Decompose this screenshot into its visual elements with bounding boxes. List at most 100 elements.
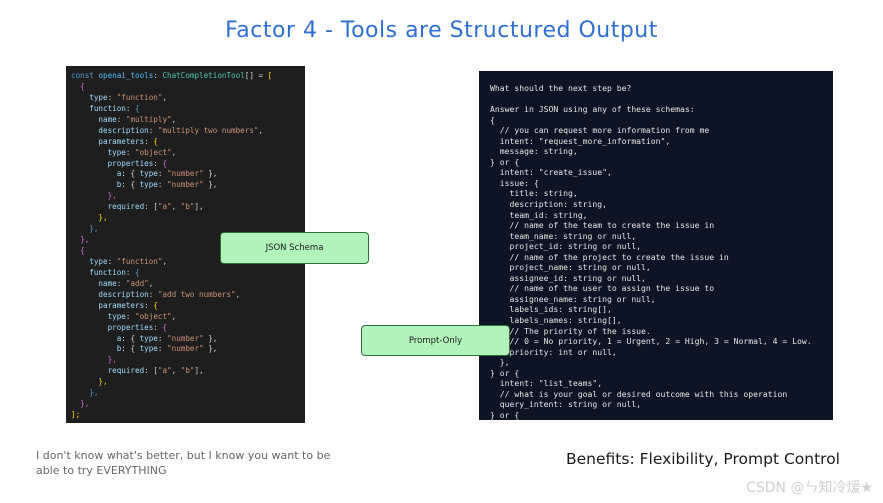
code-token: }, (203, 180, 218, 190)
code-token: : (116, 278, 126, 288)
code-token: "function" (116, 92, 163, 102)
code-token: type (139, 333, 158, 343)
code-token: : (148, 125, 158, 135)
code-line: type: "function", (71, 257, 301, 268)
code-token: { (135, 103, 140, 113)
prompt-line: // name of the user to assign the issue … (490, 283, 715, 294)
code-token: "number" (167, 169, 204, 179)
code-token: : (125, 147, 136, 157)
code-token: type (71, 311, 126, 321)
code-token: , (162, 92, 168, 102)
code-token: , (235, 289, 241, 299)
code-token: }, (71, 235, 90, 245)
code-token: : [ (144, 202, 158, 212)
code-token: : (107, 256, 117, 266)
code-token: "object" (135, 311, 172, 321)
code-token: type (139, 169, 158, 179)
prompt-line: intent: "request_more_information", (490, 135, 671, 146)
code-token: }, (71, 213, 108, 223)
code-line: name: "add", (71, 279, 301, 290)
code-token: : (144, 136, 154, 146)
code-line: function: { (71, 104, 301, 115)
code-token: }, (71, 388, 99, 398)
code-token: { (162, 322, 168, 332)
code-line: type: "object", (71, 312, 301, 323)
prompt-line: assignee_id: string or null, (490, 272, 646, 283)
watermark: CSDN @ㄣ知冷煖★ (746, 480, 873, 496)
code-token: parameters (71, 136, 145, 146)
prompt-line: { (490, 114, 495, 125)
code-line: b: { type: "number" }, (71, 344, 301, 355)
prompt-line: intent: "list_teams", (490, 378, 603, 389)
code-token: name (71, 114, 117, 124)
code-token: properties (71, 322, 154, 332)
prompt-line: } or { (490, 367, 520, 378)
code-token: : { (121, 169, 140, 179)
code-token: { (80, 81, 85, 91)
code-token: function (71, 103, 126, 113)
prompt-line: // name of the team to create the issue … (490, 220, 715, 231)
code-token: { (162, 158, 168, 168)
code-token: a (71, 333, 122, 343)
prompt-line: labels_names: string[], (490, 315, 622, 326)
code-token: "b" (180, 366, 195, 376)
code-token: : (153, 322, 163, 332)
json-schema-label: JSON Schema (220, 232, 369, 264)
code-token: b (71, 180, 122, 190)
code-token: : [ (144, 366, 158, 376)
prompt-line: // name of the project to create the iss… (490, 251, 729, 262)
code-token: "object" (135, 147, 172, 157)
benefits-text: Benefits: Flexibility, Prompt Control (566, 450, 840, 468)
code-token: description (71, 125, 149, 135)
prompt-line: } or { (490, 409, 520, 420)
prompt-line: } or { (490, 156, 520, 167)
caption-text: I don't know what's better, but I know y… (36, 449, 331, 477)
code-token: }, (71, 191, 117, 201)
prompt-line: intent: "create_issue", (490, 167, 612, 178)
code-token (71, 82, 80, 91)
code-token: : { (121, 333, 140, 343)
prompt-line: description: string, (490, 199, 607, 210)
prompt-line: message: string, (490, 146, 578, 157)
code-line: }, (71, 355, 301, 366)
code-line: ]; (71, 410, 301, 421)
code-token: "number" (167, 333, 204, 343)
code-token: { (153, 300, 158, 310)
code-line: name: "multiply", (71, 115, 301, 126)
code-token: : (148, 289, 158, 299)
code-token: }, (71, 399, 90, 409)
code-token: }, (71, 224, 99, 234)
code-block-prompt-schema: What should the next step be? Answer in J… (479, 71, 833, 420)
code-token: name (71, 278, 117, 288)
code-token: b (71, 344, 122, 354)
code-line: description: "add two numbers", (71, 290, 301, 301)
code-token: properties (71, 158, 154, 168)
code-token: "function" (116, 256, 163, 266)
code-line: const openai_tools: ChatCompletionTool[]… (71, 71, 301, 82)
code-token: }, (71, 355, 117, 365)
prompt-line: project_id: string or null, (490, 241, 642, 252)
code-line: function: { (71, 268, 301, 279)
prompt-line: Answer in JSON using any of these schema… (490, 104, 695, 115)
code-token: type (71, 256, 108, 266)
code-token: , (171, 366, 181, 376)
code-token: "a" (157, 366, 172, 376)
code-token: description (71, 289, 149, 299)
code-token: required (71, 202, 145, 212)
code-token: "add" (125, 278, 149, 288)
prompt-line: What should the next step be? (490, 83, 632, 93)
code-token: "multiply" (125, 114, 172, 124)
code-token: : (144, 300, 154, 310)
code-line: }, (71, 377, 301, 388)
code-token: : (125, 103, 136, 113)
code-token: , (148, 278, 154, 288)
code-line: parameters: { (71, 301, 301, 312)
code-token: { (135, 267, 140, 277)
code-token: "number" (167, 344, 204, 354)
code-token: , (171, 147, 177, 157)
prompt-line: title: string, (490, 188, 578, 199)
prompt-line: // 0 = No priority, 1 = Urgent, 2 = High… (490, 336, 812, 347)
code-token: : (153, 158, 163, 168)
code-token: , (171, 114, 177, 124)
code-token: parameters (71, 300, 145, 310)
